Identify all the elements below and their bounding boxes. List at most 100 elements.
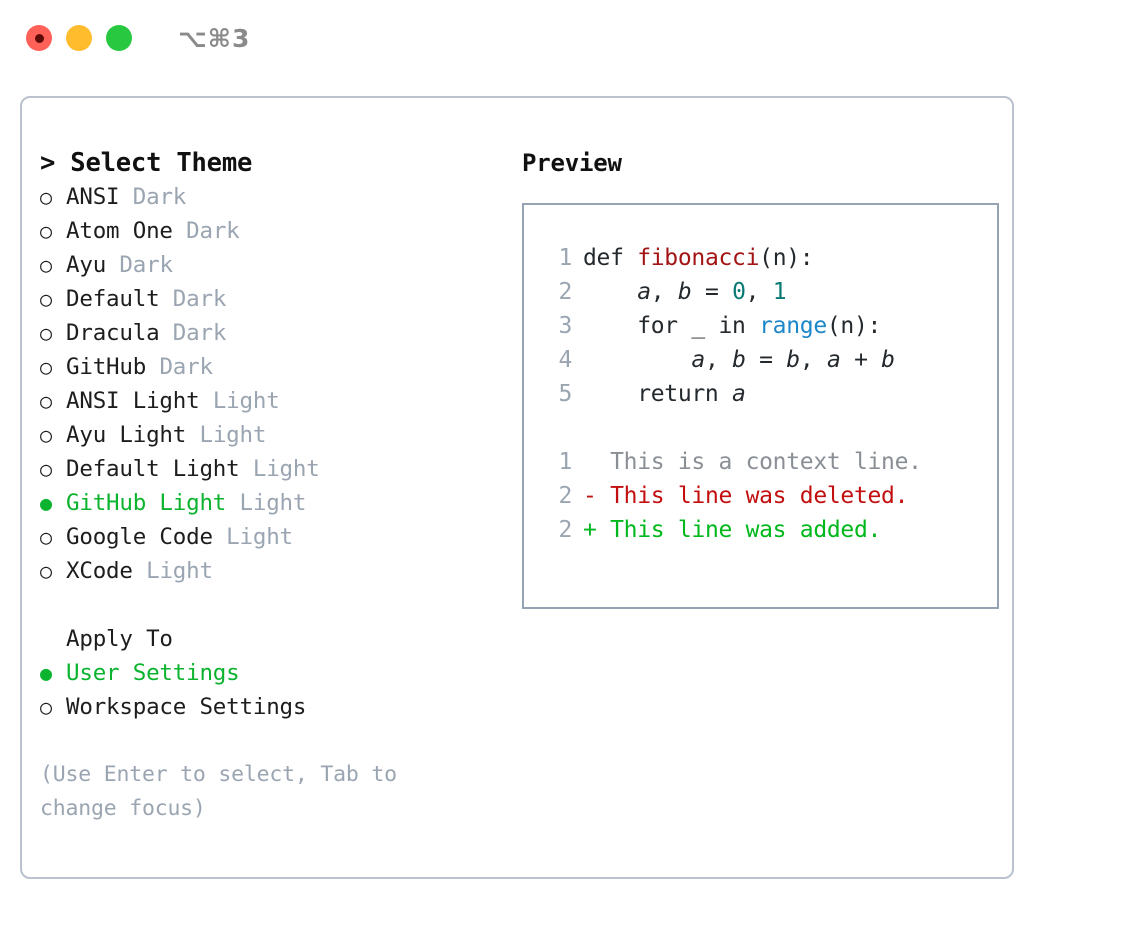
theme-option-label: Ayu — [66, 252, 107, 278]
theme-variant-tag: Light — [199, 422, 267, 448]
theme-variant-tag: Dark — [172, 286, 227, 312]
theme-option-default[interactable]: ○Default Dark — [40, 282, 502, 316]
label-separator — [146, 350, 159, 384]
minimize-button[interactable] — [66, 25, 92, 51]
code-token-variable: a — [637, 279, 651, 305]
theme-option-dracula[interactable]: ○Dracula Dark — [40, 316, 502, 350]
theme-option-ansi-light[interactable]: ○ANSI Light Light — [40, 384, 502, 418]
apply-to-header: Apply To — [66, 626, 173, 652]
theme-option-github-light[interactable]: ● GitHub Light Light — [40, 486, 502, 520]
code-line: 4 a, b = b, a + b — [544, 343, 997, 377]
radio-unselected-icon: ○ — [40, 559, 52, 583]
theme-option-label: Google Code — [66, 524, 213, 550]
line-number: 4 — [558, 347, 572, 373]
code-line-content: def fibonacci(n): — [583, 241, 814, 275]
theme-variant-tag: Light — [226, 524, 293, 550]
diff-line-added: 2 + This line was added. — [544, 513, 997, 547]
theme-option-label: GitHub — [66, 354, 147, 380]
code-token-plain: = — [745, 347, 787, 373]
code-token-number: 0 — [732, 279, 746, 305]
spacer — [40, 588, 502, 622]
theme-option-label: ANSI — [66, 184, 120, 210]
main-panel: > Select Theme ○ANSI Dark○Atom One Dark○… — [20, 96, 1014, 879]
theme-variant-tag: Light — [252, 456, 320, 482]
label-separator — [133, 554, 146, 588]
code-token-variable: b — [786, 347, 800, 373]
code-line-content: a, b = 0, 1 — [583, 275, 786, 309]
code-token-plain: , — [745, 279, 773, 305]
code-token-plain: , — [799, 347, 827, 373]
line-number: 2 — [558, 517, 572, 543]
keyboard-hint-text: (Use Enter to select, Tab to change focu… — [40, 762, 397, 821]
diff-marker: - — [583, 483, 611, 509]
code-spacer — [544, 411, 997, 445]
radio-selected-icon: ● — [40, 491, 52, 515]
apply-to-option-user-settings[interactable]: ●User Settings — [40, 656, 502, 690]
code-line: 5 return a — [544, 377, 997, 411]
theme-option-github[interactable]: ○ GitHub Dark — [40, 350, 502, 384]
label-separator — [159, 316, 172, 350]
diff-line-context: 1 This is a context line. — [544, 445, 997, 479]
theme-option-default-light[interactable]: ○Default Light Light — [40, 452, 502, 486]
theme-option-xcode[interactable]: ○XCode Light — [40, 554, 502, 588]
label-separator — [199, 384, 212, 418]
theme-option-atom-one[interactable]: ○ Atom One Dark — [40, 214, 502, 248]
code-token-function: fibonacci — [637, 245, 760, 271]
radio-unselected-icon: ○ — [40, 525, 52, 549]
radio-unselected-icon: ○ — [40, 219, 52, 243]
diff-marker: + — [583, 517, 611, 543]
diff-line-deleted: 2- This line was deleted. — [544, 479, 997, 513]
code-token-plain: (n): — [826, 313, 882, 339]
code-line-content: for _ in range(n): — [583, 309, 881, 343]
line-number: 1 — [558, 245, 572, 271]
diff-sample: 1 This is a context line.2- This line wa… — [544, 445, 997, 547]
label-separator — [226, 486, 239, 520]
line-number: 5 — [558, 381, 572, 407]
code-line: 1 def fibonacci(n): — [544, 241, 997, 275]
theme-variant-tag: Dark — [186, 218, 240, 244]
label-separator — [106, 248, 119, 282]
line-number: 3 — [558, 313, 572, 339]
code-token-variable: b — [732, 347, 746, 373]
label-separator — [119, 180, 132, 214]
titlebar: ⌥⌘3 — [0, 0, 1140, 76]
theme-selector-column: > Select Theme ○ANSI Dark○Atom One Dark○… — [40, 146, 502, 826]
diff-text: This line was added. — [610, 517, 882, 543]
radio-unselected-icon: ○ — [40, 355, 52, 379]
close-button[interactable] — [26, 25, 52, 51]
radio-unselected-icon: ○ — [40, 287, 52, 311]
theme-option-label: ANSI Light — [66, 388, 200, 414]
radio-unselected-icon: ○ — [40, 253, 52, 277]
apply-to-option-workspace-settings[interactable]: ○Workspace Settings — [40, 690, 502, 724]
theme-option-label: Atom One — [66, 218, 173, 244]
theme-variant-tag: Dark — [159, 354, 213, 380]
code-token-plain: for _ in — [583, 313, 760, 339]
code-token-plain: + — [840, 347, 882, 373]
line-number: 2 — [558, 483, 572, 509]
select-theme-header: > Select Theme — [40, 148, 253, 178]
theme-option-ayu[interactable]: ○Ayu Dark — [40, 248, 502, 282]
apply-to-option-list: ●User Settings○Workspace Settings — [40, 656, 502, 724]
code-line-content: return a — [583, 377, 746, 411]
theme-option-ayu-light[interactable]: ○Ayu Light Light — [40, 418, 502, 452]
theme-option-label: Default Light — [66, 456, 240, 482]
maximize-button[interactable] — [106, 25, 132, 51]
label-separator — [173, 214, 186, 248]
code-token-plain: return — [583, 381, 733, 407]
theme-option-label: XCode — [66, 558, 133, 584]
label-separator — [186, 418, 199, 452]
diff-text: This is a context line. — [610, 449, 922, 475]
theme-option-label: GitHub Light — [66, 490, 227, 516]
preview-title: Preview — [522, 149, 622, 177]
code-line-content: a, b = b, a + b — [583, 343, 895, 377]
theme-option-google-code[interactable]: ○ Google Code Light — [40, 520, 502, 554]
code-token-variable: a — [826, 347, 841, 373]
theme-variant-tag: Light — [239, 490, 307, 516]
theme-option-ansi[interactable]: ○ANSI Dark — [40, 180, 502, 214]
code-token-plain: def — [583, 245, 638, 271]
code-token-variable: b — [881, 347, 895, 373]
keyboard-shortcut-label: ⌥⌘3 — [178, 23, 251, 53]
